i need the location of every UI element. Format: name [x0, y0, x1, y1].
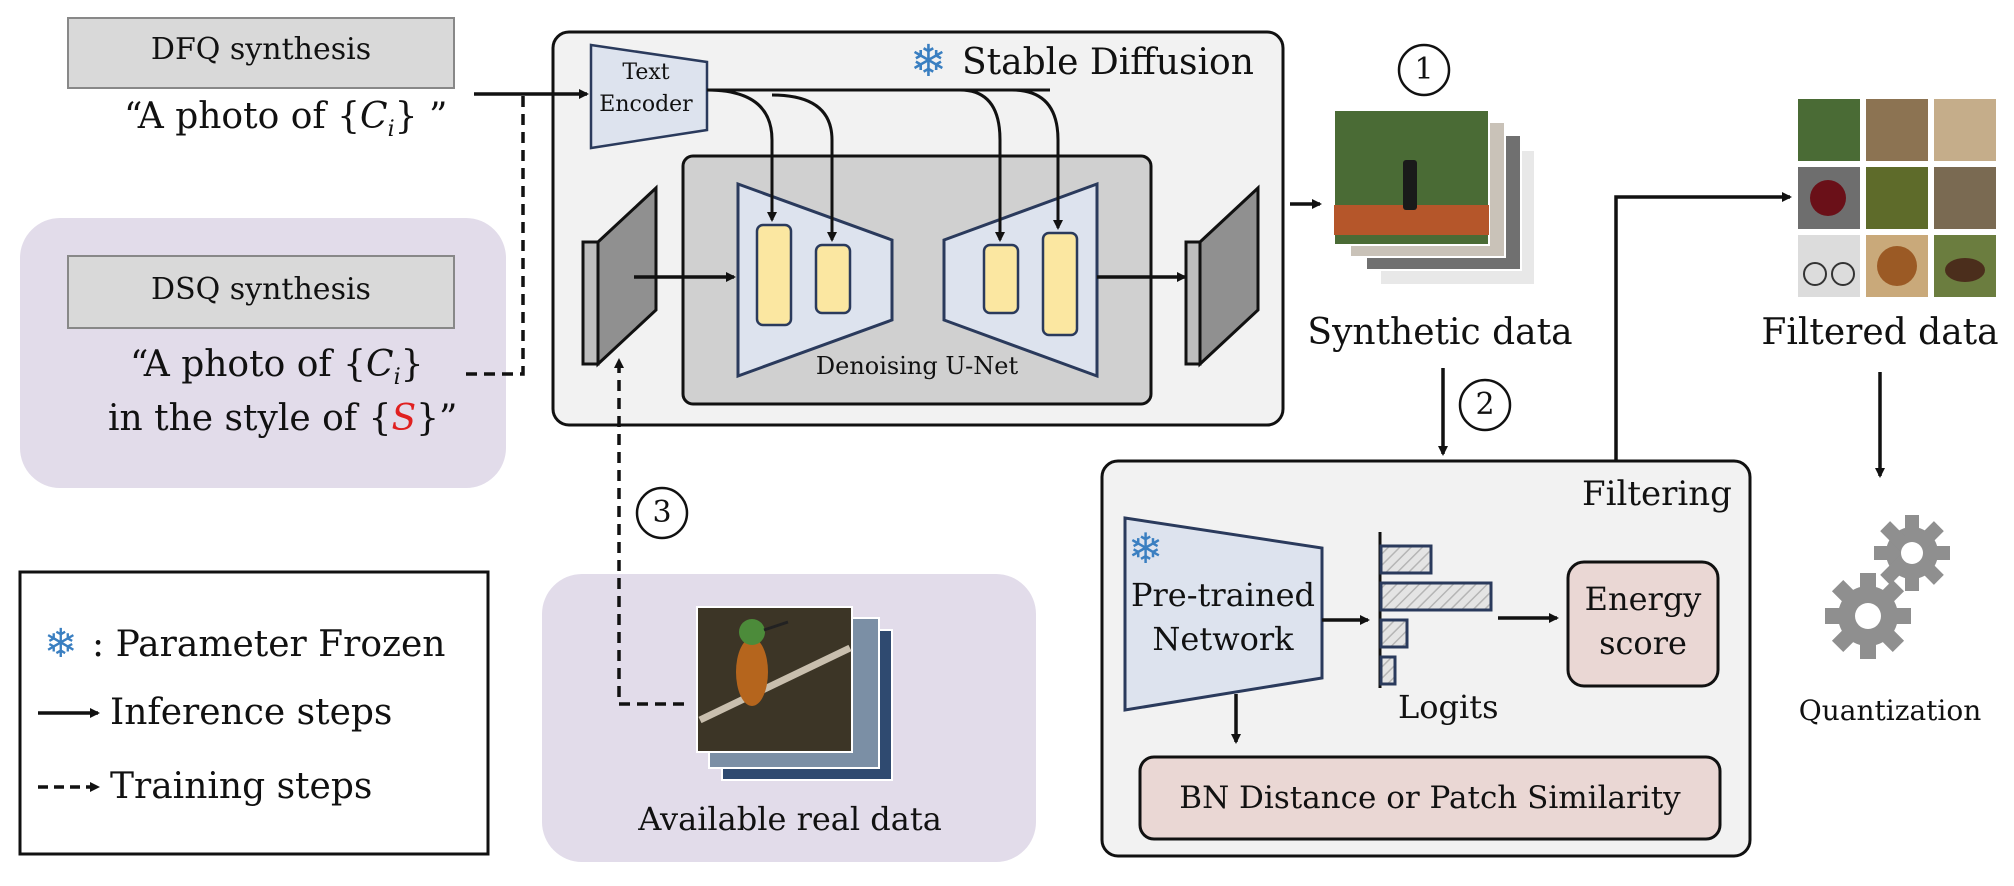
filtered-image-grid	[1796, 97, 1998, 299]
step-1-circle	[1397, 43, 1451, 97]
legend-frozen-label: : Parameter Frozen	[92, 624, 446, 665]
dashed-real-to-latent	[614, 358, 684, 706]
logit-bar	[1379, 618, 1409, 649]
pretrained-network-shape	[1123, 516, 1324, 712]
output-latent-slab	[1184, 240, 1202, 366]
unet-block-2	[814, 243, 852, 315]
text-encoder-label-line2: Encoder	[599, 92, 693, 117]
dsq-prompt-line1: “A photo of {Ci}	[130, 344, 424, 390]
logit-bar	[1379, 544, 1433, 575]
dfq-prompt-suffix: } ”	[394, 96, 448, 137]
energy-score-line2: score	[1599, 624, 1687, 662]
text-encoder-label-line1: Text	[622, 60, 670, 85]
gear-icon	[1825, 515, 1950, 659]
dfq-var: C	[360, 96, 388, 137]
filtering-title: Filtering	[1582, 474, 1732, 514]
real-data-label: Available real data	[638, 800, 942, 838]
arrow-filtering-to-filtered	[1614, 192, 1792, 462]
dsq-line1-suffix: }	[400, 344, 424, 385]
dsq-var: C	[366, 344, 394, 385]
text-encoder-shape	[589, 43, 709, 150]
unet-block-3	[982, 243, 1020, 315]
real-image-stack	[696, 606, 893, 781]
energy-score-line1: Energy	[1584, 580, 1702, 618]
logit-bar	[1379, 655, 1397, 686]
input-latent-slab	[581, 240, 600, 366]
logit-bar	[1379, 581, 1493, 612]
unet-block-1	[755, 223, 793, 327]
bn-label: BN Distance or Patch Similarity	[1179, 780, 1681, 816]
snowflake-icon: ❄	[1128, 524, 1164, 573]
snowflake-icon: ❄	[910, 36, 947, 87]
dsq-line1-prefix: “A photo of {	[130, 344, 367, 385]
dsq-sub: i	[393, 365, 401, 391]
output-latent-face	[1198, 184, 1260, 368]
unet-label: Denoising U-Net	[815, 352, 1019, 380]
dfq-title-box	[67, 17, 455, 89]
dsq-line2-prefix: in the style of {	[108, 398, 392, 439]
dashed-dsq-to-encoder	[466, 95, 525, 376]
dsq-style-var: S	[391, 398, 417, 439]
step-2-number: 2	[1475, 387, 1495, 422]
dfq-title: DFQ synthesis	[150, 32, 372, 67]
input-latent-face	[596, 184, 658, 368]
legend-training-label: Training steps	[110, 766, 373, 807]
step-1-number: 1	[1414, 52, 1434, 87]
filtered-data-label: Filtered data	[1761, 312, 1999, 353]
dfq-sub: i	[387, 117, 395, 143]
energy-score-box	[1566, 560, 1720, 688]
synthetic-data-label: Synthetic data	[1307, 312, 1573, 353]
dfq-prompt: “A photo of {Ci} ”	[124, 96, 447, 142]
stable-diffusion-title: Stable Diffusion	[962, 42, 1254, 83]
dsq-prompt-line2: in the style of {S}”	[108, 398, 457, 439]
bn-box	[1138, 755, 1722, 841]
logits-label: Logits	[1398, 688, 1499, 726]
unet-block-4	[1041, 231, 1079, 337]
dsq-line2-suffix: }”	[416, 398, 458, 439]
synthetic-image-stack	[1333, 109, 1536, 286]
dsq-title-box	[67, 255, 455, 329]
network-label-line2: Network	[1152, 620, 1294, 658]
dfq-prompt-prefix: “A photo of {	[124, 96, 361, 137]
snowflake-icon: ❄	[44, 621, 78, 667]
step-2-circle	[1458, 378, 1512, 432]
network-label-line1: Pre-trained	[1130, 576, 1316, 614]
dsq-title: DSQ synthesis	[151, 272, 371, 307]
legend-inference-label: Inference steps	[110, 692, 393, 733]
conditioning-arrows	[706, 88, 1063, 242]
quantization-label: Quantization	[1798, 694, 1982, 727]
step-3-circle	[635, 486, 689, 540]
step-3-number: 3	[652, 495, 672, 530]
